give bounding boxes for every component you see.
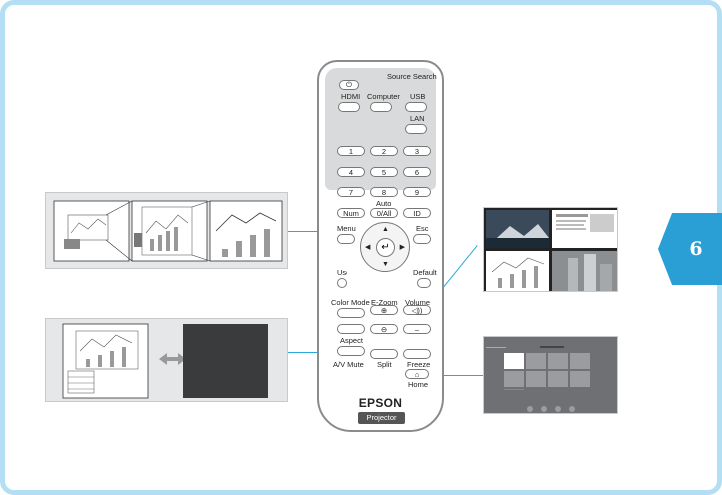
direction-pad[interactable]: ▲ ▼ ◀ ▶ ↵ — [360, 222, 410, 272]
av-mute-image — [62, 323, 268, 399]
menu-label: Menu — [337, 224, 356, 233]
arrow-right-icon[interactable]: ▶ — [399, 244, 405, 251]
callout-e-zoom-h — [288, 231, 332, 232]
e-zoom-out-button[interactable]: ⊖ — [370, 324, 398, 334]
zoom-out-icon: ⊖ — [380, 324, 388, 334]
num-key-8[interactable]: 8 — [370, 187, 398, 197]
default-button[interactable] — [417, 278, 431, 288]
e-zoom-label: E-Zoom — [371, 298, 398, 307]
callout-av-mute — [288, 352, 338, 353]
freeze-label: Freeze — [407, 360, 431, 369]
num-key-4[interactable]: 4 — [337, 167, 365, 177]
power-icon: ⏻ — [346, 80, 352, 89]
num-button[interactable]: Num — [337, 208, 365, 218]
source-search-label: Source Search — [387, 72, 437, 81]
usb-button[interactable] — [405, 102, 427, 112]
esc-button[interactable] — [413, 234, 431, 244]
num-key-2[interactable]: 2 — [370, 146, 398, 156]
volume-down-button[interactable]: – — [403, 324, 431, 334]
zoom-in-icon: ⊕ — [380, 305, 388, 315]
chapter-tab[interactable]: 6 — [658, 213, 722, 285]
lan-label: LAN — [410, 114, 425, 123]
lan-button[interactable] — [405, 124, 427, 134]
color-mode-label: Color Mode — [331, 298, 370, 307]
remote-control: Source Search ⏻ HDMI Computer USB LAN 1 … — [317, 60, 444, 432]
split-illustration — [483, 207, 618, 292]
num-key-7[interactable]: 7 — [337, 187, 365, 197]
e-zoom-in-button[interactable]: ⊕ — [370, 305, 398, 315]
enter-button[interactable]: ↵ — [376, 238, 395, 257]
usb-label: USB — [410, 92, 426, 101]
num-key-6[interactable]: 6 — [403, 167, 431, 177]
arrow-up-icon[interactable]: ▲ — [382, 226, 389, 233]
volume-label: Volume — [405, 298, 431, 307]
volume-up-icon: ◁)) — [411, 305, 423, 315]
aspect-button-top[interactable] — [337, 324, 365, 334]
home-screen-illustration — [483, 336, 618, 414]
aspect-button[interactable] — [337, 346, 365, 356]
default-label: Default — [413, 268, 437, 277]
num-key-9[interactable]: 9 — [403, 187, 431, 197]
arrow-left-icon[interactable]: ◀ — [365, 244, 371, 251]
home-screen-image — [486, 346, 590, 412]
user-button[interactable] — [337, 278, 347, 288]
num-key-5[interactable]: 5 — [370, 167, 398, 177]
home-icon: ⌂ — [414, 369, 420, 379]
av-mute-label: A/V Mute — [333, 360, 364, 369]
split-button[interactable] — [370, 349, 398, 359]
volume-down-icon: – — [414, 324, 420, 334]
computer-button[interactable] — [370, 102, 392, 112]
esc-label: Esc — [416, 224, 429, 233]
projector-label: Projector — [358, 412, 405, 424]
arrow-down-icon[interactable]: ▼ — [382, 261, 389, 268]
enter-icon: ↵ — [381, 242, 390, 253]
volume-up-button[interactable]: ◁)) — [403, 305, 431, 315]
user-label: User — [337, 268, 347, 277]
num-key-3[interactable]: 3 — [403, 146, 431, 156]
num-key-1[interactable]: 1 — [337, 146, 365, 156]
chapter-number: 6 — [689, 238, 703, 260]
zero-all-button[interactable]: 0/All — [370, 208, 398, 218]
menu-button[interactable] — [337, 234, 355, 244]
power-button[interactable]: ⏻ — [339, 80, 359, 90]
split-screen-image — [486, 210, 617, 291]
home-label: Home — [408, 380, 429, 389]
hdmi-button[interactable] — [338, 102, 360, 112]
freeze-button[interactable] — [403, 349, 431, 359]
brand-logo: EPSON — [358, 396, 403, 410]
e-zoom-sequence-image — [53, 200, 283, 262]
aspect-label: Aspect — [340, 336, 363, 345]
auto-label: Auto — [376, 199, 392, 208]
color-mode-button[interactable] — [337, 308, 365, 318]
callout-home — [418, 375, 483, 376]
computer-label: Computer — [367, 92, 400, 101]
av-mute-illustration — [45, 318, 288, 402]
id-button[interactable]: ID — [403, 208, 431, 218]
split-label: Split — [377, 360, 392, 369]
hdmi-label: HDMI — [341, 92, 361, 101]
home-button[interactable]: ⌂ — [405, 369, 429, 379]
e-zoom-illustration — [45, 192, 288, 269]
